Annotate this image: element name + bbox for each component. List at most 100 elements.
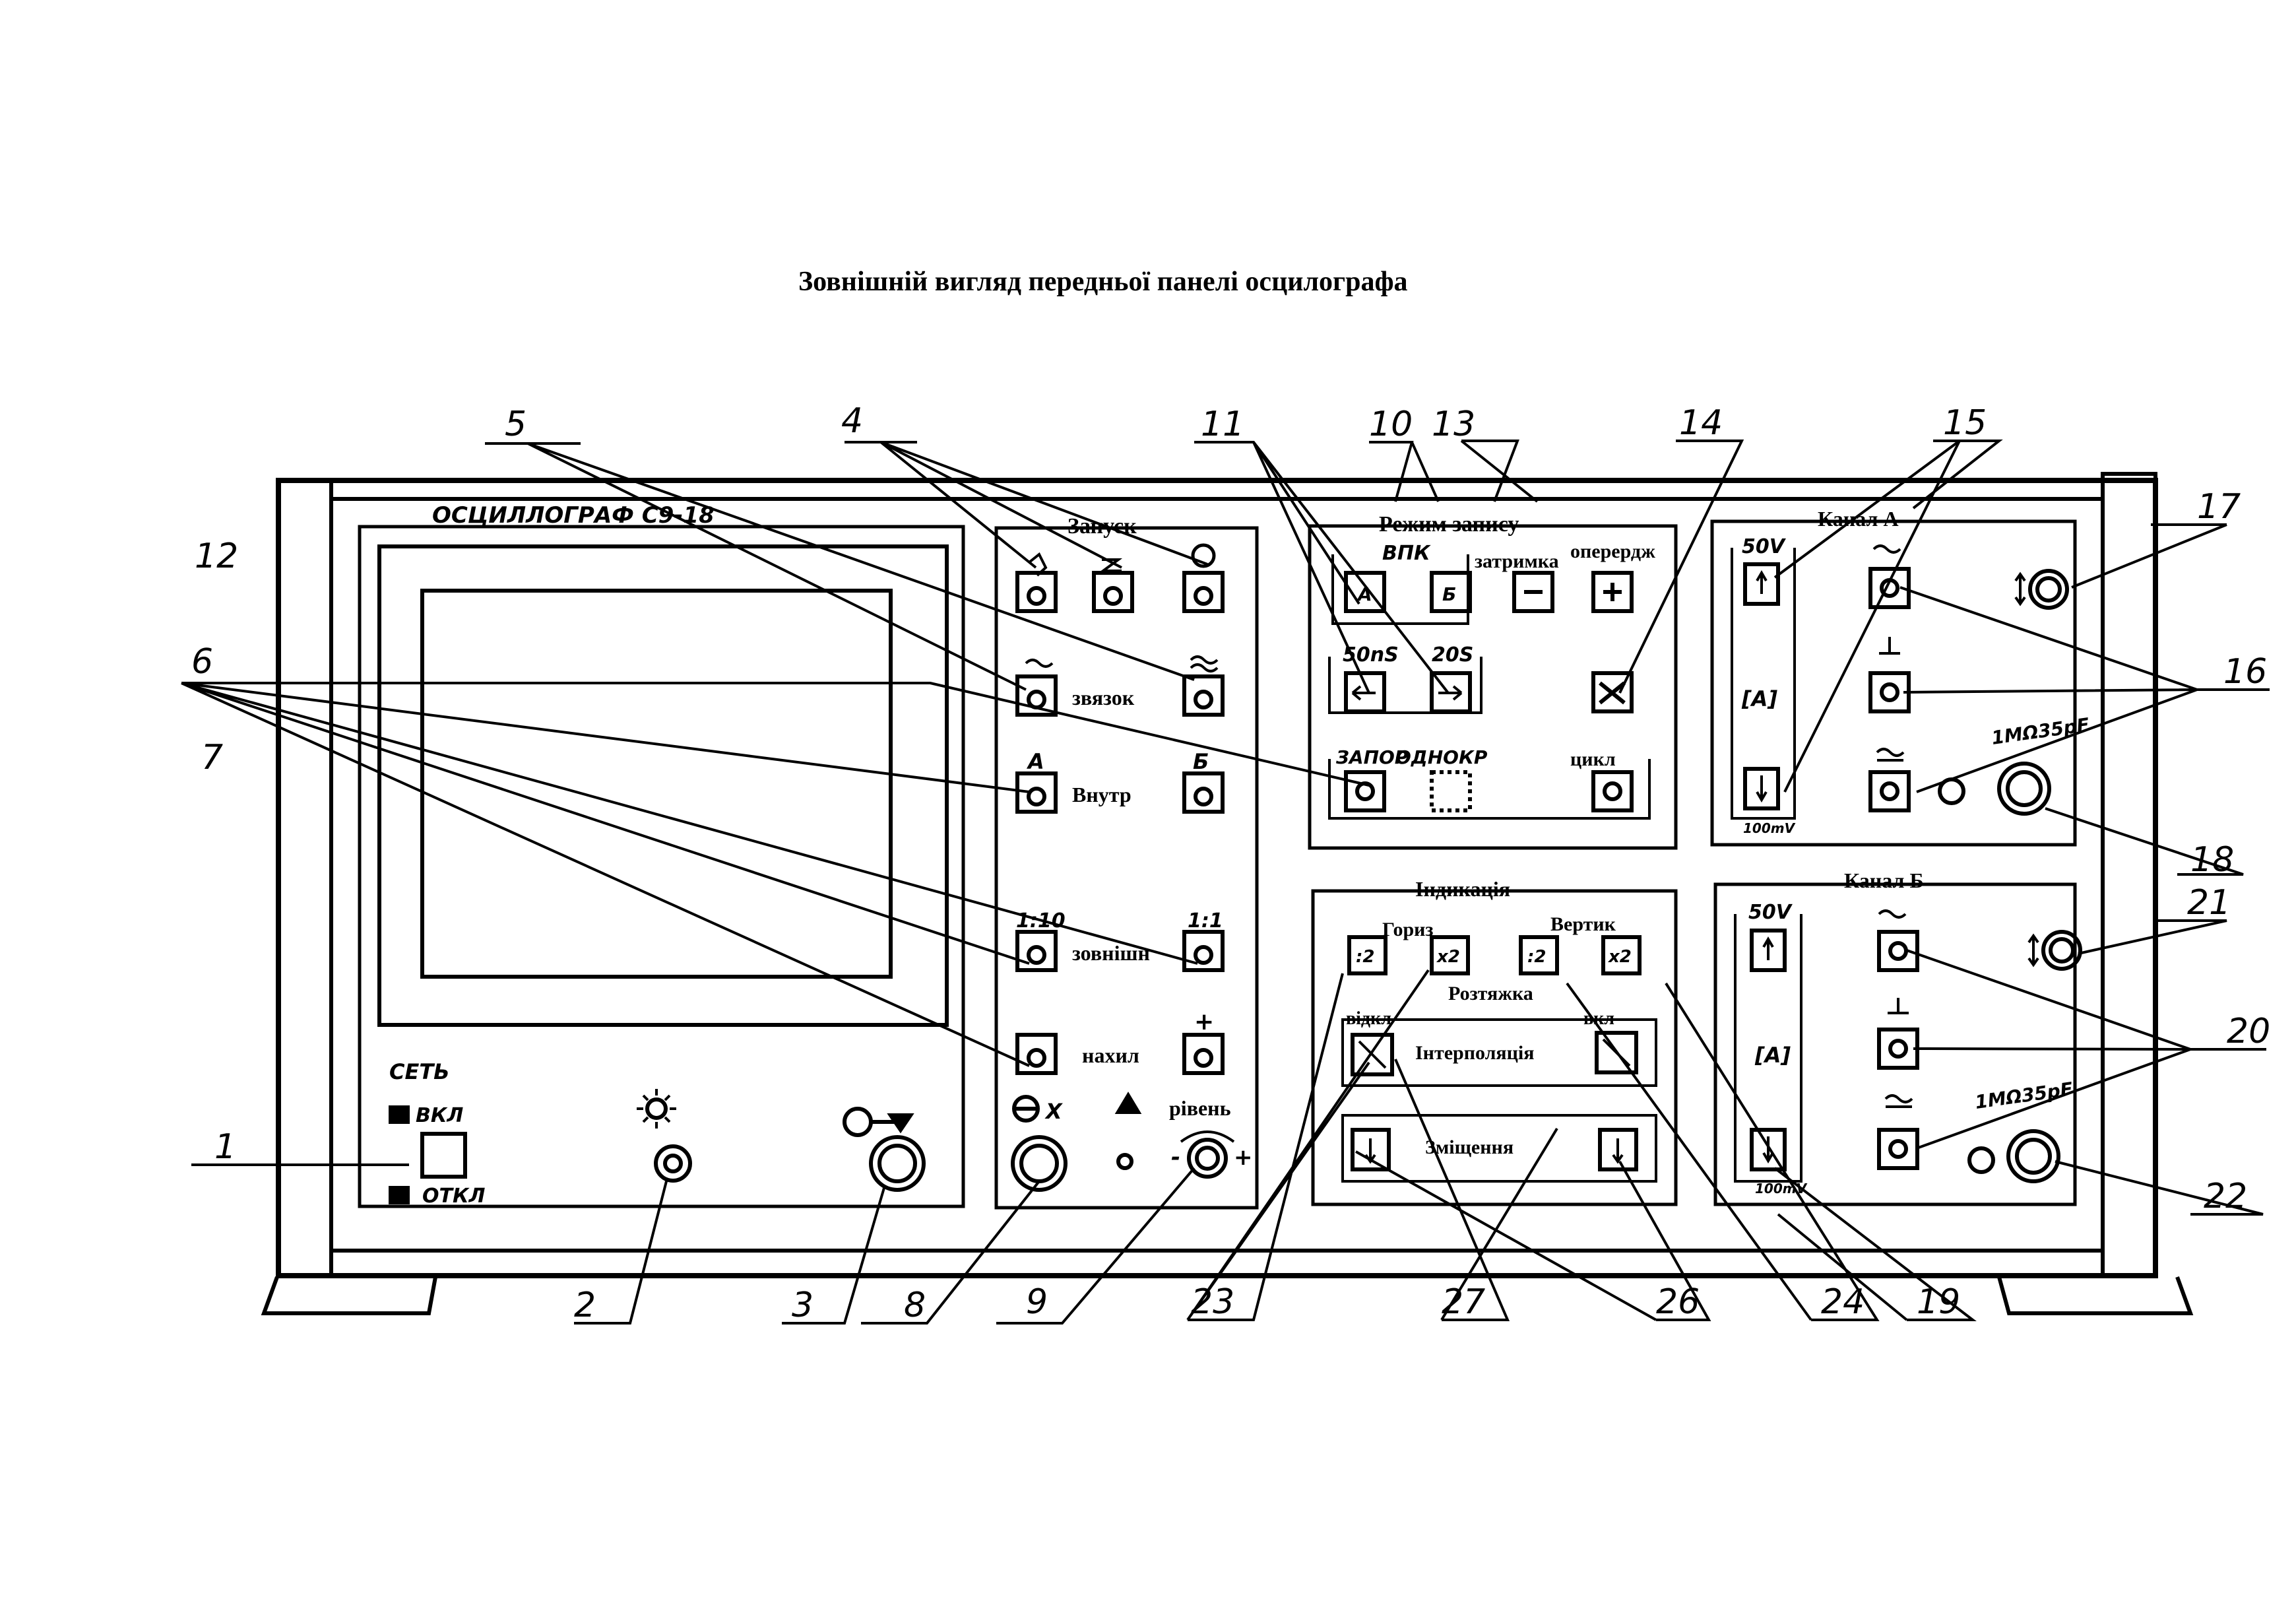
vpk-b-button[interactable] [1430,571,1472,613]
ch-b-dc-button[interactable] [1877,1128,1919,1170]
callout-7: 7 [201,738,223,777]
cycle-button[interactable] [1591,770,1634,812]
record-mode-panel: Режим запису ВПК А Б затримка оперердж 5… [1308,512,1678,850]
trigger-panel: Запуск звязок А Внутр Б 1:10 зовнішн 1: [994,514,1259,1210]
callout-9: 9 [1026,1282,1048,1322]
source-b-label: Б [1193,749,1209,774]
internal-label: Внутр [1072,783,1132,806]
display-panel: ОСЦИЛЛОГРАФ С9-18 СЕТЬ ВКЛ ОТКЛ [358,502,965,1208]
ch-b-probe-connector[interactable] [2041,930,2082,971]
x-position-knob[interactable] [1011,1135,1068,1192]
divider-1-button[interactable] [1182,930,1225,972]
horiz-x2-button[interactable] [1430,935,1470,975]
vert-x2-button[interactable] [1601,935,1642,975]
trigger-mode-button-3[interactable] [1182,571,1225,613]
indicator-led [1116,1153,1133,1170]
power-off-label: ОТКЛ [422,1185,485,1208]
lock-button[interactable] [1344,770,1386,812]
callout-14: 14 [1679,403,1723,443]
external-label: зовнішн [1072,941,1150,965]
ch-b-volts-up-button[interactable] [1750,929,1787,972]
source-a-button[interactable] [1015,771,1058,814]
single-button[interactable] [1430,770,1472,812]
delay-label: затримка [1475,550,1559,572]
device-name: ОСЦИЛЛОГРАФ С9-18 [432,502,715,529]
delay-minus-button[interactable] [1512,571,1554,613]
coupling-ac-button[interactable] [1015,674,1058,717]
callout-12: 12 [195,537,238,576]
ch-a-volts-up-button[interactable] [1743,562,1780,606]
ch-b-mark: [А] [1754,1043,1791,1068]
level-knob[interactable] [1187,1138,1228,1179]
vert-label: Вертик [1550,913,1616,935]
callout-3: 3 [792,1286,813,1325]
time-decrease-button[interactable] [1344,671,1386,713]
vpk-label: ВПК [1382,542,1431,565]
callout-21: 21 [2187,883,2231,923]
ch-b-vmax-label: 50V [1748,901,1793,924]
ch-b-ground-terminal [1967,1146,1995,1174]
svg-text::2: :2 [1527,947,1547,967]
advance-plus-button[interactable] [1591,571,1634,613]
power-label: СЕТЬ [389,1059,450,1084]
ch-a-gnd-button[interactable] [1868,671,1911,713]
source-b-button[interactable] [1182,771,1225,814]
channel-b-panel: Канал Б 50V [А] 100mV 1MΩ35pF [1713,868,2082,1206]
ch-a-dc-button[interactable] [1868,770,1911,812]
svg-text:+: + [1234,1144,1253,1171]
ch-a-probe-connector[interactable] [2028,569,2069,610]
slope-minus-button[interactable] [1015,1033,1058,1075]
callout-4: 4 [841,401,863,441]
slope-plus-button[interactable] [1182,1033,1225,1075]
callout-13: 13 [1432,405,1475,444]
callout-22: 22 [2204,1177,2247,1216]
interp-label: Інтерполяція [1415,1042,1535,1064]
ch-b-volts-down-button[interactable] [1750,1128,1787,1171]
advance-label: оперердж [1570,540,1655,562]
callout-6: 6 [191,642,213,682]
record-stop-button[interactable] [1591,671,1634,713]
callout-leaders [181,440,2270,1325]
callout-26: 26 [1656,1282,1700,1322]
interp-off-label: відкл [1346,1008,1391,1029]
ch-a-volts-down-button[interactable] [1743,767,1780,810]
interp-off-button[interactable] [1351,1033,1394,1076]
callout-numbers: 1 2 3 4 5 6 7 8 9 10 11 12 13 14 15 16 1… [191,401,2270,1325]
vert-div2-button[interactable] [1519,935,1559,975]
focus-knob[interactable] [869,1135,926,1192]
coupling-ac-hf-button[interactable] [1182,674,1225,717]
ch-a-ac-button[interactable] [1868,567,1911,609]
record-section-title: Режим запису [1379,512,1519,537]
single-label: ОДНОКР [1395,746,1488,768]
svg-text:x2: x2 [1436,947,1460,967]
offset-label: Зміщення [1425,1136,1514,1158]
horiz-div2-button[interactable] [1347,935,1387,975]
ch-b-ac-button[interactable] [1877,930,1919,972]
crt-screen [420,589,893,979]
offset-left-button[interactable] [1351,1128,1391,1171]
brightness-knob[interactable] [654,1144,692,1183]
svg-text:-: - [1171,1144,1180,1171]
trigger-mode-button-2[interactable] [1092,571,1134,613]
ch-b-gnd-button[interactable] [1877,1028,1919,1070]
vpk-a-button[interactable] [1344,571,1386,613]
source-a-label: А [1026,749,1044,774]
power-switch[interactable] [420,1132,467,1179]
ch-b-input-connector[interactable] [2006,1129,2060,1183]
ch-a-vmax-label: 50V [1742,535,1787,558]
trigger-mode-button-1[interactable] [1015,571,1058,613]
ch-a-input-connector[interactable] [1997,762,2051,816]
interp-on-button[interactable] [1595,1031,1638,1074]
time-max-label: 20S [1432,643,1473,667]
callout-24: 24 [1821,1282,1865,1322]
indication-title: Індикація [1415,877,1510,901]
coupling-label: звязок [1072,686,1135,709]
callout-2: 2 [574,1286,596,1325]
time-increase-button[interactable] [1430,671,1472,713]
slope-plus-label: + [1194,1008,1214,1035]
page-title: Зовнішній вигляд передньої панелі осцило… [798,267,1408,297]
callout-15: 15 [1943,403,1987,443]
divider-10-button[interactable] [1015,930,1058,972]
offset-right-button[interactable] [1598,1128,1638,1171]
